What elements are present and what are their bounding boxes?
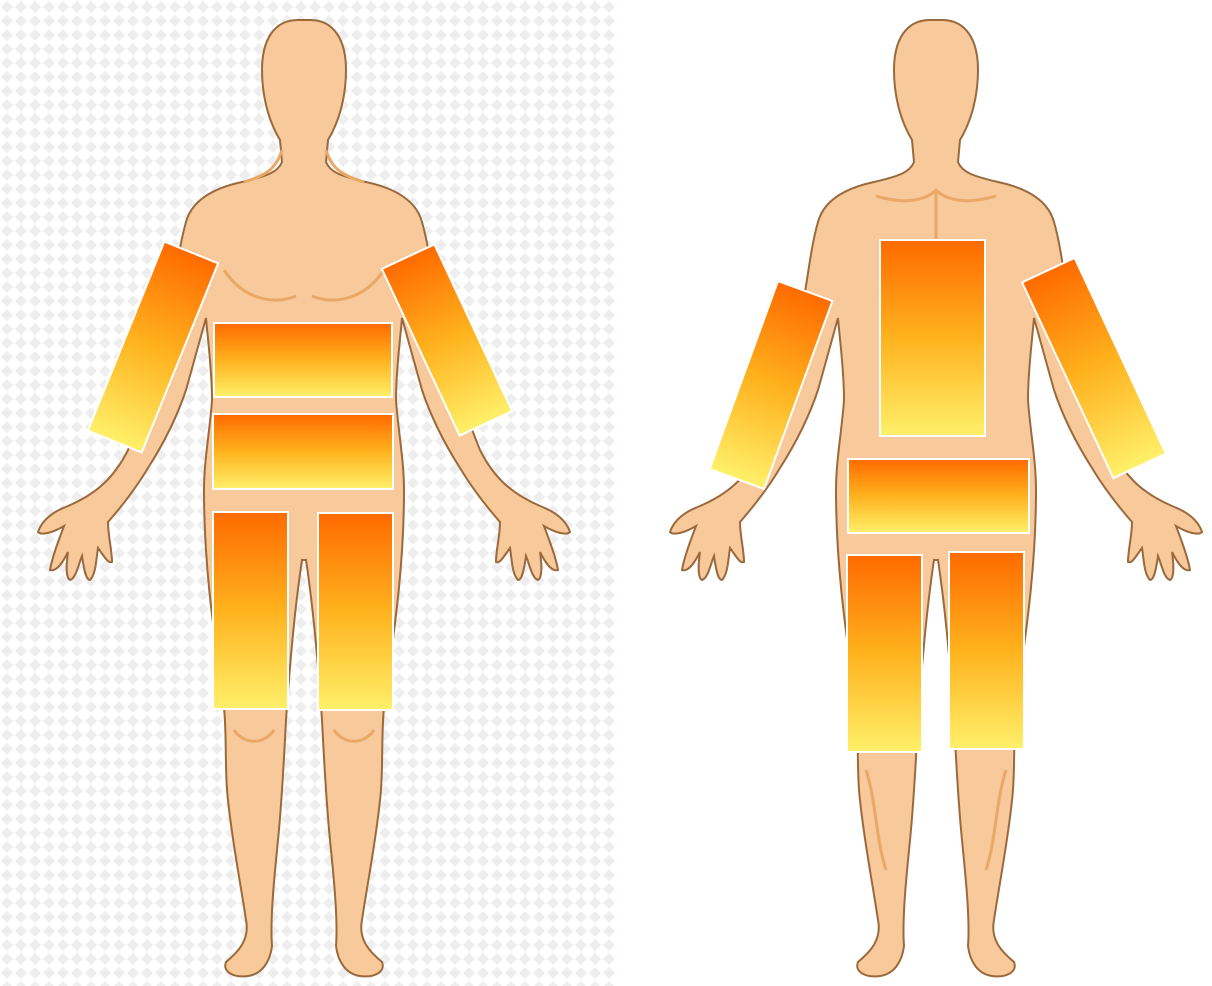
back-zones [710,240,1166,752]
back-zone[interactable] [880,240,985,436]
back-thigh-left-zone[interactable] [847,555,922,752]
front-lower-abdomen-zone[interactable] [213,414,393,489]
front-thigh-left-zone[interactable] [318,513,393,710]
back-buttocks-zone[interactable] [848,459,1029,533]
front-thigh-right-zone[interactable] [213,512,288,709]
front-upper-abdomen-zone[interactable] [214,323,392,397]
back-thigh-right-zone[interactable] [949,552,1024,749]
